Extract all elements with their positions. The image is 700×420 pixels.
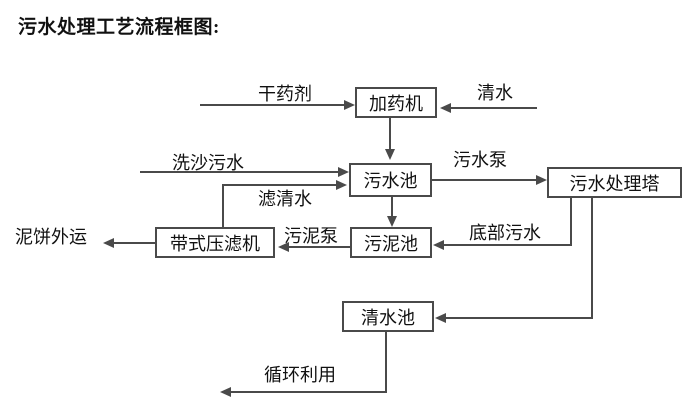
node-sludge-pool-label: 污泥池 [364,233,418,254]
arrowhead-left [278,242,289,252]
arrow-line [385,332,387,393]
arrow-line [231,391,387,393]
arrow-line [114,242,155,244]
arrowhead-left [435,313,446,323]
arrowhead-down [387,216,397,227]
node-dosing-machine: 加药机 [355,87,437,118]
arrow-line [570,198,572,246]
label-bottom-sewage: 底部污水 [469,223,541,243]
arrow-line [391,197,393,216]
label-filtered-water: 滤清水 [258,189,312,209]
arrowhead-right [338,167,349,177]
arrow-line [200,104,344,106]
node-clean-water-pool: 清水池 [342,301,434,332]
label-sludge-pump: 污泥泵 [284,226,338,246]
arrow-line [222,184,336,186]
arrowhead-left [433,240,444,250]
arrowhead-down [385,149,395,160]
arrow-line [389,118,391,149]
page-title: 污水处理工艺流程框图: [18,17,220,38]
node-belt-filter-press: 带式压滤机 [155,227,275,258]
arrow-line [451,107,537,109]
node-sewage-pool: 污水池 [349,163,432,197]
node-sewage-treatment-tower-label: 污水处理塔 [569,173,660,194]
label-dry-agent: 干药剂 [258,84,312,104]
arrow-line [446,317,593,319]
arrowhead-left [220,387,231,397]
node-sludge-pool: 污泥池 [350,227,432,258]
arrow-line [289,246,350,248]
label-sand-washing-sewage: 洗沙污水 [172,153,244,173]
arrowhead-left [103,238,114,248]
arrow-line [444,244,572,246]
arrow-line [591,198,593,319]
node-clean-water-pool-label: 清水池 [361,307,415,328]
label-mud-cake-transport: 泥饼外运 [15,227,87,247]
node-sewage-treatment-tower: 污水处理塔 [547,167,682,198]
node-dosing-machine-label: 加药机 [369,93,423,114]
arrowhead-right [344,100,355,110]
node-sewage-pool-label: 污水池 [363,171,418,191]
arrow-line [222,184,224,227]
arrowhead-left [440,103,451,113]
arrow-line [432,179,536,181]
arrowhead-right [336,180,347,190]
label-clean-water: 清水 [477,83,513,103]
label-recycling-use: 循环利用 [264,365,336,385]
arrow-line [140,171,338,173]
label-sewage-pump: 污水泵 [453,150,507,170]
node-belt-filter-press-label: 带式压滤机 [170,233,260,254]
arrowhead-right [536,175,547,185]
